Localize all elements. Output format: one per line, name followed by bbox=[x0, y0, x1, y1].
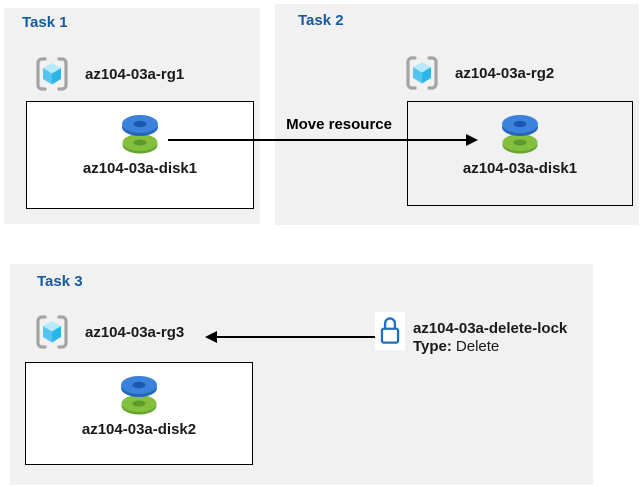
task2-title: Task 2 bbox=[298, 12, 344, 29]
task1-resource-group-label: az104-03a-rg1 bbox=[85, 65, 185, 83]
move-resource-arrow-line bbox=[168, 139, 468, 141]
task2-disk-label: az104-03a-disk1 bbox=[462, 160, 578, 177]
task2-resource-group: az104-03a-rg2 bbox=[403, 54, 554, 92]
task1-disk-label: az104-03a-disk1 bbox=[82, 160, 198, 177]
panel-task2: Task 2 az104-03a-rg2 az104-03a-disk1 bbox=[275, 4, 639, 225]
delete-lock: az104-03a-delete-lock Type:Delete bbox=[375, 312, 567, 355]
task1-resource-box: az104-03a-disk1 bbox=[26, 101, 254, 209]
lock-icon bbox=[375, 312, 405, 350]
task2-resource-group-label: az104-03a-rg2 bbox=[455, 64, 555, 82]
resource-group-icon bbox=[36, 57, 68, 91]
task3-disk-label: az104-03a-disk2 bbox=[81, 421, 197, 438]
resource-group-icon bbox=[406, 56, 438, 90]
task3-title: Task 3 bbox=[37, 273, 83, 290]
disk-icon bbox=[122, 115, 158, 154]
task3-resource-group-label: az104-03a-rg3 bbox=[85, 323, 185, 341]
move-resource-label: Move resource bbox=[286, 116, 392, 133]
task1-resource-group: az104-03a-rg1 bbox=[33, 55, 184, 93]
panel-task3: Task 3 az104-03a-rg3 az104-03a-disk2 bbox=[10, 264, 593, 485]
resource-group-icon bbox=[36, 315, 68, 349]
task1-title: Task 1 bbox=[22, 14, 68, 31]
delete-lock-name: az104-03a-delete-lock bbox=[413, 320, 568, 337]
delete-lock-arrowhead-icon bbox=[205, 331, 217, 343]
panel-task1: Task 1 az104-03a-rg1 az104-03a-disk1 bbox=[4, 8, 260, 224]
move-resource-arrowhead-icon bbox=[466, 134, 478, 146]
delete-lock-text: az104-03a-delete-lock Type:Delete bbox=[413, 320, 567, 355]
task3-resource-box: az104-03a-disk2 bbox=[25, 362, 253, 465]
delete-lock-type: Type:Delete bbox=[413, 338, 567, 355]
task3-resource-group: az104-03a-rg3 bbox=[33, 313, 184, 351]
delete-lock-arrow-line bbox=[215, 336, 375, 338]
disk-icon bbox=[121, 376, 157, 415]
delete-lock-type-value: Delete bbox=[455, 338, 500, 355]
delete-lock-type-label: Type: bbox=[413, 338, 452, 355]
disk-icon bbox=[502, 115, 538, 154]
lock-icon-glyph bbox=[380, 317, 400, 344]
task2-resource-box: az104-03a-disk1 bbox=[407, 101, 633, 206]
